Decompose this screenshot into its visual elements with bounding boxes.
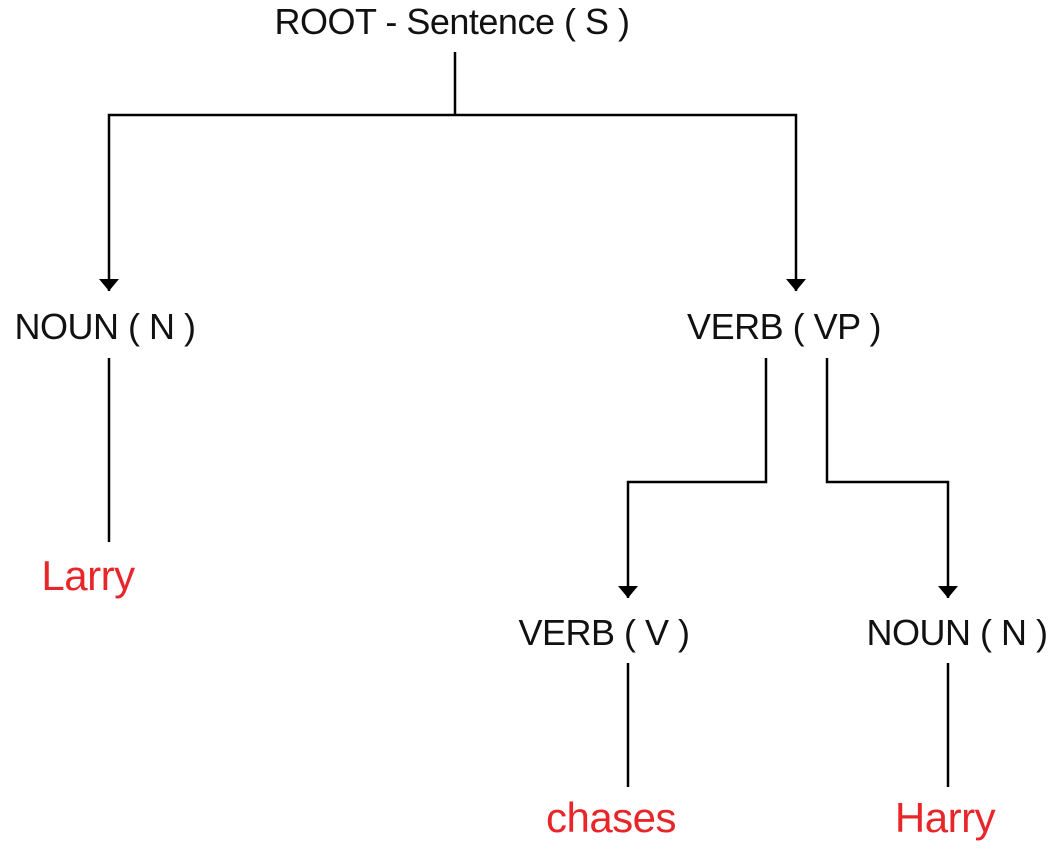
edge-root-to-verb-vp-arrow <box>455 113 806 291</box>
edge-verb-vp-to-noun-n-arrow <box>825 358 958 598</box>
node-noun: NOUN ( N ) <box>14 306 196 347</box>
node-noun-object: NOUN ( N ) <box>866 612 1048 653</box>
leaf-word-chases: chases <box>545 794 677 841</box>
edge-verb-vp-to-verb-v-arrow <box>618 358 768 598</box>
node-verb-phrase: VERB ( VP ) <box>687 306 881 347</box>
leaf-word-harry: Harry <box>894 794 996 841</box>
edge-root-to-noun-arrow <box>99 113 455 291</box>
node-root-sentence: ROOT - Sentence ( S ) <box>274 1 630 42</box>
node-verb: VERB ( V ) <box>518 612 690 653</box>
leaf-word-larry: Larry <box>41 552 135 599</box>
